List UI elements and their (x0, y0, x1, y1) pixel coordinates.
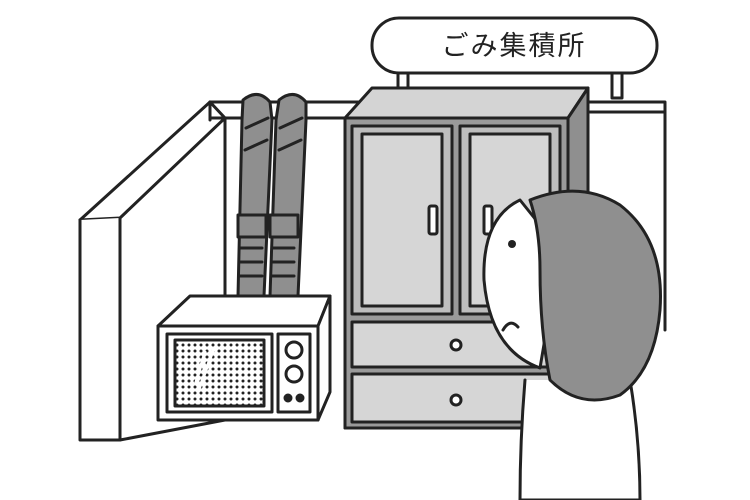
cabinet (343, 86, 590, 430)
drawer-knob-icon (449, 338, 463, 352)
eye-icon (508, 240, 516, 248)
person-back-view (482, 189, 662, 500)
door-handle-icon (482, 204, 494, 236)
door-handle-icon (427, 204, 439, 236)
button-icon (283, 393, 293, 403)
dial-icon (284, 340, 304, 360)
drawer-knob-icon (449, 393, 463, 407)
button-icon (295, 393, 305, 403)
collection-sign: ごみ集積所 (370, 16, 659, 100)
pair-of-skis (236, 93, 308, 298)
dial-icon (284, 364, 304, 384)
concrete-wall (78, 100, 667, 442)
microwave-oven (156, 294, 332, 422)
sign-label: ごみ集積所 (442, 31, 587, 62)
